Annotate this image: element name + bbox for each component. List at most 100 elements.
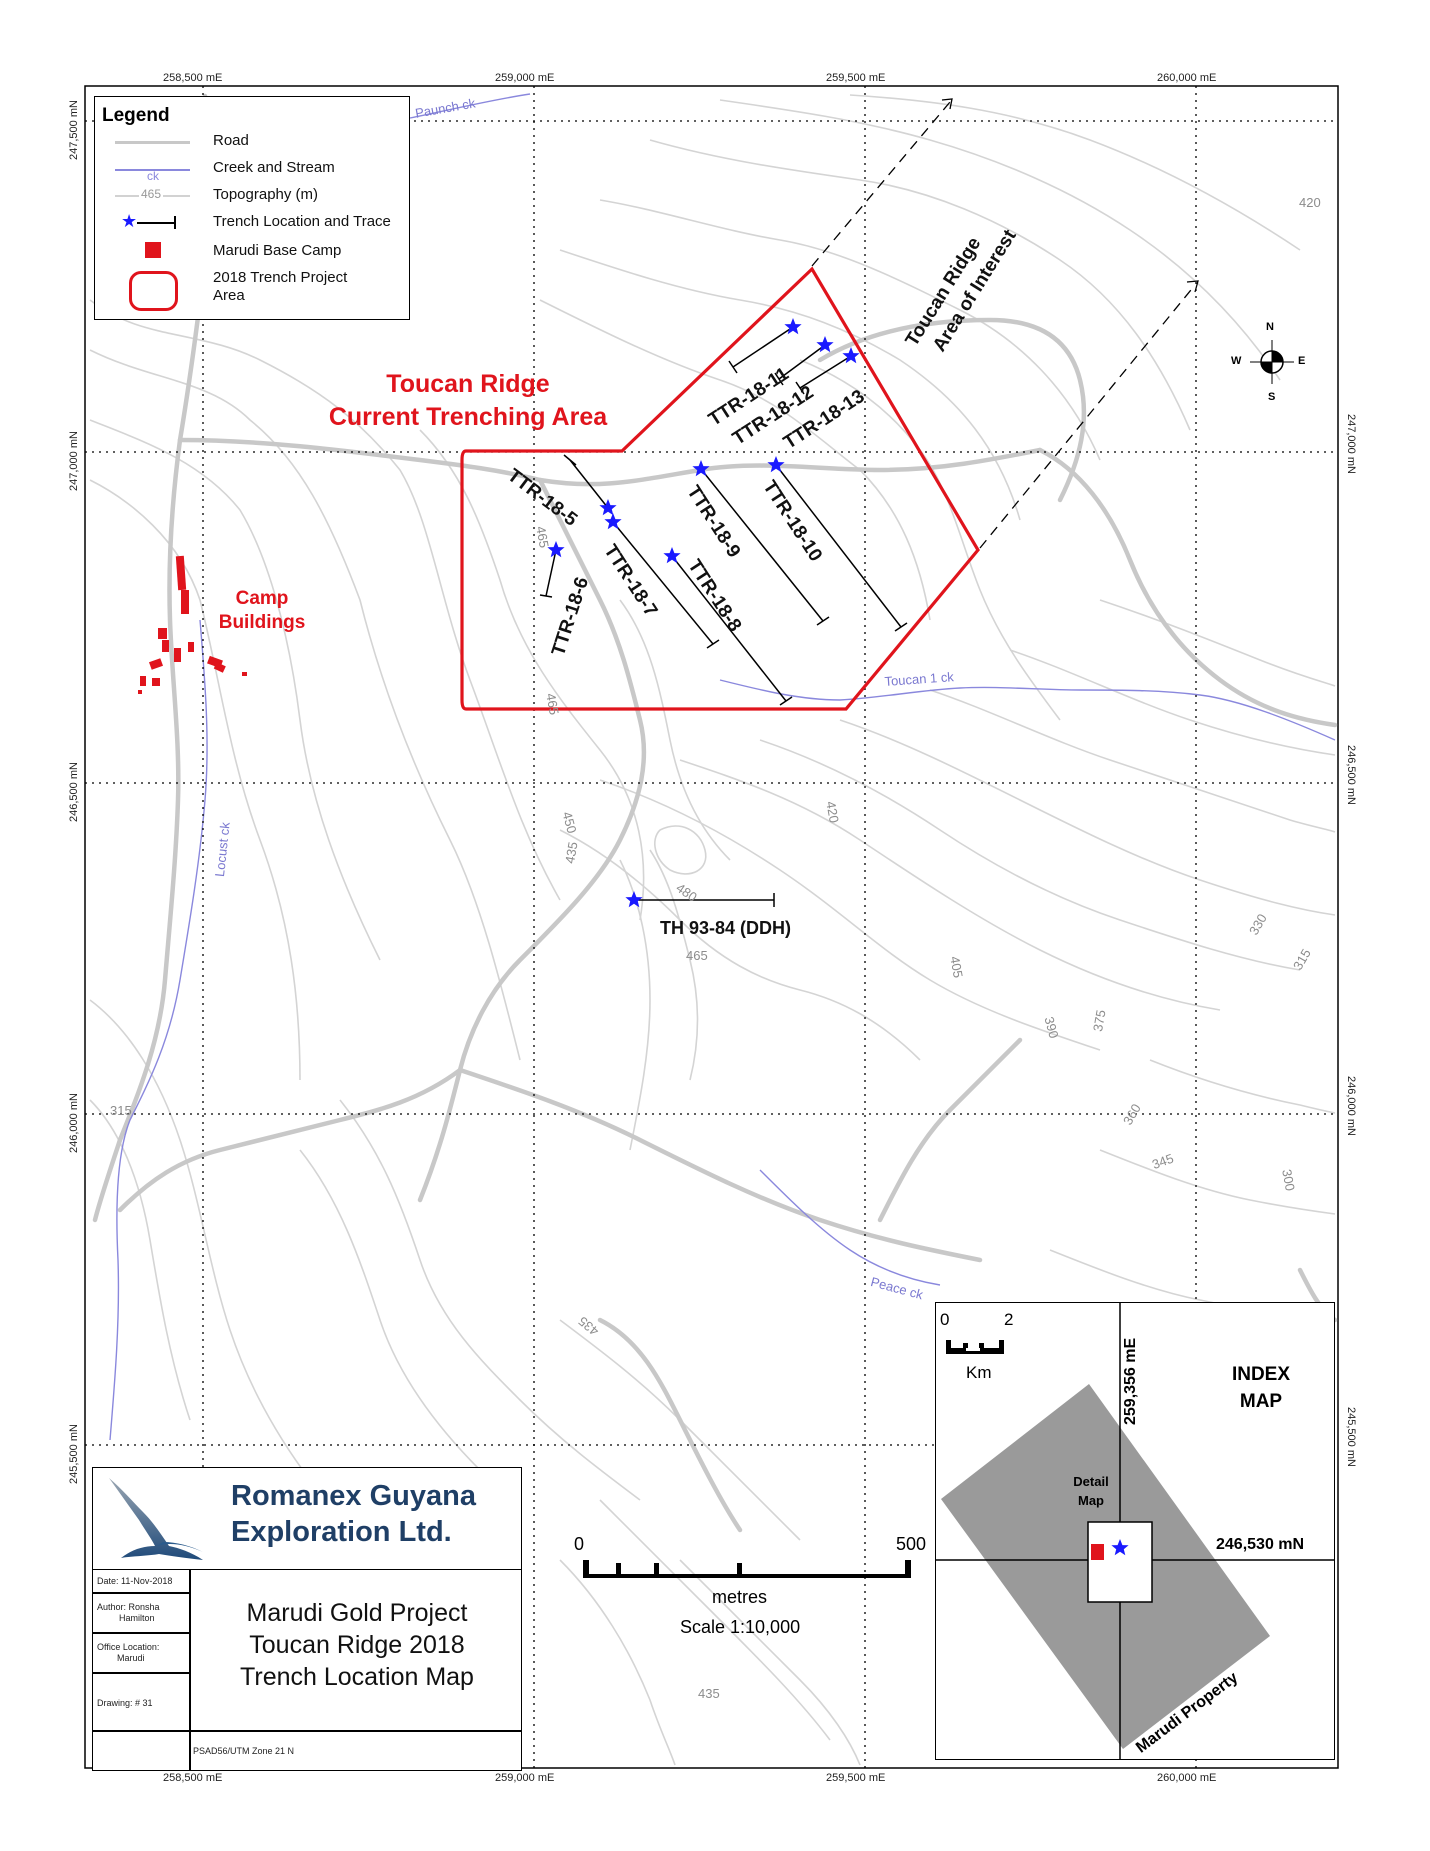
north-label-left-2: 247,000 mN: [68, 431, 80, 491]
datum-text: PSAD56/UTM Zone 21 N: [193, 1746, 295, 1756]
trench-traces: [539, 326, 908, 907]
trench-trace-ttr-18-9: [700, 468, 824, 622]
camp-buildings: [138, 555, 247, 694]
compass-w: W: [1231, 355, 1242, 367]
topography-contours: [89, 94, 1336, 1766]
map-title-line1: Marudi Gold Project: [246, 1599, 468, 1627]
topo-symbol: 465: [139, 187, 164, 201]
scale-bar: [583, 1560, 911, 1578]
index-map: 0 2 Km INDEX MAP 259,356 mE 246,530 mN D…: [935, 1302, 1335, 1760]
north-label-right-3: 246,000 mN: [1345, 1076, 1357, 1136]
topo-label: 315: [110, 1103, 132, 1118]
star-ttr-18-9: [692, 460, 710, 477]
trench-trace-ttr-18-10: [775, 464, 902, 628]
north-label-left-1: 247,500 mN: [68, 100, 80, 160]
km-two: 2: [1004, 1310, 1014, 1329]
legend-label-trench: Trench Location and Trace: [213, 213, 391, 230]
legend-label-road: Road: [213, 132, 249, 149]
star-ttr-18-8: [663, 547, 681, 564]
legend-row-creek: ck Creek and Stream: [95, 157, 409, 183]
topo-label: 465: [686, 948, 708, 963]
topo-label: 435: [698, 1686, 720, 1701]
north-label-right-2: 246,500 mN: [1345, 745, 1357, 805]
legend-row-camp: Marudi Base Camp: [95, 239, 409, 261]
legend-row-trench: ★ Trench Location and Trace: [95, 211, 409, 233]
scale-zero: 0: [574, 1534, 585, 1554]
north-label-left-5: 245,500 mN: [68, 1424, 80, 1484]
star-ttr-18-11: [784, 318, 802, 335]
index-map-title: INDEX MAP: [1216, 1361, 1306, 1415]
topo-label: 420: [1299, 195, 1321, 210]
km-zero: 0: [940, 1310, 950, 1329]
trench-trace-ttr-18-13: [799, 355, 852, 389]
east-label-top-4: 260,000 mE: [1157, 72, 1217, 84]
current-area-title-line2: Current Trenching Area: [328, 403, 608, 431]
east-label-bottom-1: 258,500 mE: [163, 1772, 223, 1784]
detail-map-label: Detail Map: [1056, 1472, 1126, 1510]
index-map-title-line2: MAP: [1239, 1391, 1283, 1412]
star-ttr-18-5: [599, 499, 617, 516]
east-label-bottom-2: 259,000 mE: [495, 1772, 555, 1784]
trench-trace-ttr-18-5: [569, 459, 609, 509]
trench-trace-ttr-18-8: [671, 555, 787, 702]
trace-end-icon: [174, 216, 176, 229]
trench-trace-ttr-18-6: [545, 549, 557, 597]
star-ttr-18-7: [604, 513, 622, 530]
legend-label-area: 2018 Trench Project Area: [213, 269, 348, 304]
aoi-arrows: [811, 101, 1196, 549]
detail-map-box: [1087, 1521, 1153, 1603]
star-icon: ★: [121, 211, 138, 231]
star-drillhole: [625, 891, 643, 908]
compass-n: N: [1266, 321, 1274, 333]
camp-label-line2: Buildings: [218, 612, 306, 633]
author-text-1: Author: Ronsha: [97, 1602, 160, 1612]
camp-marker-icon: [1091, 1544, 1104, 1560]
index-northing: 246,530 mN: [1216, 1536, 1305, 1553]
road-swatch-icon: [115, 141, 190, 144]
trace-line-icon: [137, 222, 175, 224]
scale-ratio: Scale 1:10,000: [680, 1617, 801, 1637]
star-ttr-18-12: [816, 336, 834, 353]
legend-row-road: Road: [95, 130, 409, 152]
km-unit: Km: [966, 1363, 992, 1382]
eagle-logo-icon: [109, 1478, 203, 1560]
legend: Legend Road ck Creek and Stream 465 Topo…: [94, 96, 410, 320]
aoi-arrowheads: [941, 98, 1199, 293]
camp-buildings-label: Camp Buildings: [212, 587, 312, 635]
legend-label-camp: Marudi Base Camp: [213, 242, 342, 259]
trench-stars: [547, 318, 860, 908]
star-ttr-18-6: [547, 541, 565, 558]
trench-project-area: [460, 266, 980, 711]
scale-end: 500: [896, 1534, 927, 1554]
legend-row-topo: 465 Topography (m): [95, 184, 409, 206]
trench-star-icon: [1111, 1539, 1129, 1556]
north-label-left-4: 246,000 mN: [68, 1093, 80, 1153]
company-box: Romanex Guyana Exploration Ltd.: [92, 1467, 522, 1571]
office-text-1: Office Location:: [97, 1642, 160, 1652]
drillhole-label: TH 93-84 (DDH): [660, 918, 792, 938]
compass-icon: [1250, 340, 1294, 384]
info-divider-vertical: [189, 1570, 191, 1770]
compass-e: E: [1298, 355, 1306, 367]
area-outline-icon: [129, 271, 178, 311]
trench-trace-ttr-18-12: [778, 344, 826, 380]
detail-map-label-line2: Map: [1078, 1493, 1104, 1508]
legend-title: Legend: [102, 105, 170, 126]
camp-label-line1: Camp: [235, 588, 289, 609]
current-area-title: Toucan Ridge Current Trenching Area: [318, 368, 618, 434]
company-name: Romanex Guyana Exploration Ltd.: [231, 1478, 476, 1550]
index-easting: 259,356 mE: [1122, 1337, 1139, 1425]
trench-trace-ttr-18-11: [732, 326, 794, 368]
creek-swatch-icon: [115, 169, 190, 171]
index-map-canvas: [936, 1303, 1334, 1759]
drawing-text: Drawing: # 31: [97, 1698, 153, 1708]
map-title: Marudi Gold Project Toucan Ridge 2018 Tr…: [197, 1597, 517, 1693]
info-box: Date: 11-Nov-2018 Author: Ronsha Hamilto…: [92, 1569, 522, 1771]
star-ttr-18-13: [842, 347, 860, 364]
east-label-bottom-3: 259,500 mE: [826, 1772, 886, 1784]
detail-map-label-line1: Detail: [1073, 1474, 1109, 1489]
north-label-right-1: 247,000 mN: [1345, 414, 1357, 474]
company-name-line2: Exploration Ltd.: [231, 1516, 452, 1548]
index-map-title-line1: INDEX: [1231, 1364, 1291, 1385]
east-label-top-3: 259,500 mE: [826, 72, 886, 84]
